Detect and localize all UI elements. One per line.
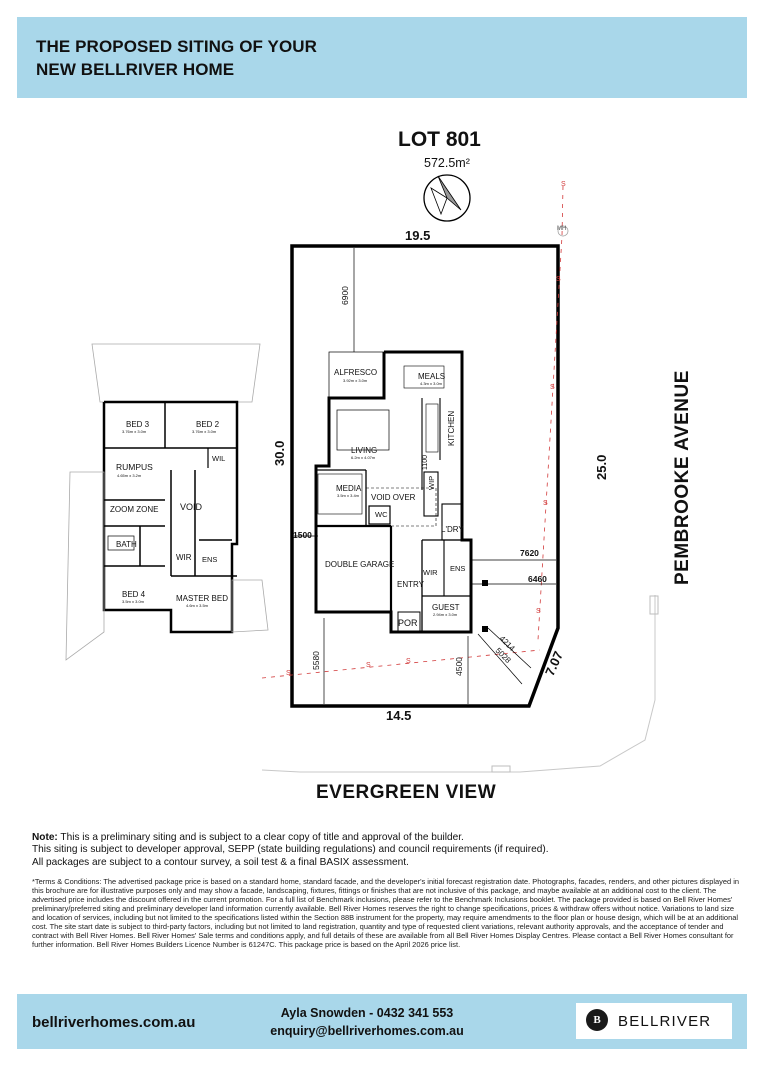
- room-ldry: L'DRY: [441, 525, 464, 534]
- room-wir-upper: WIR: [176, 553, 192, 562]
- lot-title: LOT 801: [398, 128, 481, 151]
- dim-rear-setback: 6900: [340, 286, 350, 305]
- dimension-lines: [294, 248, 556, 704]
- lot-area: 572.5m²: [424, 156, 470, 170]
- manhole-label: MH: [557, 226, 567, 232]
- room-rumpus-size: 4.65m x 3.2m: [117, 473, 142, 478]
- room-media: MEDIA: [336, 484, 362, 493]
- room-ens-upper: ENS: [202, 555, 218, 564]
- website-link[interactable]: bellriverhomes.com.au: [32, 1014, 196, 1031]
- sewer-label-8: S: [406, 658, 411, 665]
- dimension-ticks: [482, 580, 488, 632]
- dim-6460: 6460: [528, 574, 547, 584]
- logo-mark-icon: B: [586, 1009, 608, 1031]
- room-ens-ground: ENS: [450, 564, 466, 573]
- room-alfresco-size: 3.92m x 3.0m: [343, 378, 368, 383]
- kerb-marker-2: [491, 765, 511, 773]
- logo-wordmark: BELLRIVER: [618, 1013, 712, 1030]
- north-arrow-icon: [423, 174, 471, 222]
- room-living: LIVING: [351, 446, 378, 455]
- header-title-line1: THE PROPOSED SITING OF YOUR: [36, 37, 318, 56]
- room-media-size: 3.5m x 3.4m: [337, 493, 360, 498]
- dim-front-left: 5580: [311, 651, 321, 670]
- room-wip: WIP: [427, 475, 436, 490]
- room-master-size: 4.6m x 3.5m: [186, 603, 209, 608]
- sewer-label-7: S: [366, 662, 371, 669]
- room-guest-size: 2.94m x 3.0m: [433, 612, 458, 617]
- contact-email[interactable]: enquiry@bellriverhomes.com.au: [270, 1024, 464, 1038]
- dim-7620: 7620: [520, 548, 539, 558]
- header-banner: THE PROPOSED SITING OF YOUR NEW BELLRIVE…: [17, 17, 747, 98]
- dim-side-left: 1500: [293, 530, 312, 540]
- note-line1: This is a preliminary siting and is subj…: [60, 832, 464, 843]
- dim-right: 25.0: [594, 454, 609, 480]
- room-wir-ground: WIR: [423, 568, 438, 577]
- contact-name-phone: Ayla Snowden - 0432 341 553: [280, 1006, 454, 1020]
- room-living-size: 6.2m x 4.07m: [351, 455, 376, 460]
- upper-floor-plan: [65, 343, 269, 661]
- room-entry: ENTRY: [397, 580, 424, 589]
- room-bath: BATH: [116, 540, 137, 549]
- room-meals-size: 4.3m x 3.0m: [420, 381, 443, 386]
- note-line2: This siting is subject to developer appr…: [32, 844, 549, 856]
- dim-1100: 1100: [422, 454, 429, 470]
- room-void: VOID: [180, 502, 203, 512]
- room-bed4-size: 3.5m x 3.0m: [122, 599, 145, 604]
- room-alfresco: ALFRESCO: [334, 368, 378, 377]
- street-evergreen-view: EVERGREEN VIEW: [316, 782, 497, 803]
- sewer-label-5: S: [536, 608, 541, 615]
- room-kitchen: KITCHEN: [447, 410, 456, 446]
- dim-front-right: 4500: [454, 657, 464, 676]
- dim-bottom: 14.5: [386, 708, 412, 723]
- header-title-line2: NEW BELLRIVER HOME: [36, 60, 235, 79]
- room-rumpus: RUMPUS: [116, 462, 153, 472]
- room-meals: MEALS: [418, 372, 446, 381]
- room-bed2-size: 3.76m x 3.0m: [192, 429, 217, 434]
- lot-boundary: [290, 244, 560, 708]
- kerb-marker: [649, 595, 659, 615]
- room-bed3-size: 3.76m x 3.0m: [122, 429, 147, 434]
- dim-left: 30.0: [272, 440, 287, 466]
- bellriver-logo: B BELLRIVER: [576, 1003, 732, 1039]
- terms-and-conditions: *Terms & Conditions: The advertised pack…: [32, 877, 740, 950]
- siting-note: Note: This is a preliminary siting and i…: [32, 832, 742, 869]
- ground-floor-plan: [314, 350, 473, 634]
- room-guest: GUEST: [432, 603, 460, 612]
- sewer-label-6: S: [286, 670, 291, 677]
- room-bed2: BED 2: [196, 420, 220, 429]
- sewer-line-south: [261, 649, 541, 679]
- street-pembrooke-avenue: PEMBROOKE AVENUE: [672, 370, 693, 585]
- sewer-label-4: S: [543, 500, 548, 507]
- dim-top: 19.5: [405, 228, 431, 243]
- room-wc: WC: [375, 510, 388, 519]
- footer-banner: bellriverhomes.com.au Ayla Snowden - 043…: [17, 994, 747, 1049]
- room-porch: POR: [398, 618, 418, 628]
- room-wil: WIL: [212, 454, 226, 463]
- room-void-over: VOID OVER: [371, 493, 416, 502]
- manhole: [557, 225, 569, 237]
- sewer-label-1: S: [561, 181, 566, 188]
- room-zoom-zone: ZOOM ZONE: [110, 505, 159, 514]
- room-bed4: BED 4: [122, 590, 146, 599]
- road-edge: [261, 595, 656, 773]
- note-line3: All packages are subject to a contour su…: [32, 856, 409, 868]
- room-master-bed: MASTER BED: [176, 594, 229, 603]
- room-double-garage: DOUBLE GARAGE: [325, 560, 395, 569]
- note-label: Note:: [32, 832, 58, 843]
- room-bed3: BED 3: [126, 420, 150, 429]
- sewer-label-2: S: [556, 276, 561, 283]
- sewer-label-3: S: [550, 384, 555, 391]
